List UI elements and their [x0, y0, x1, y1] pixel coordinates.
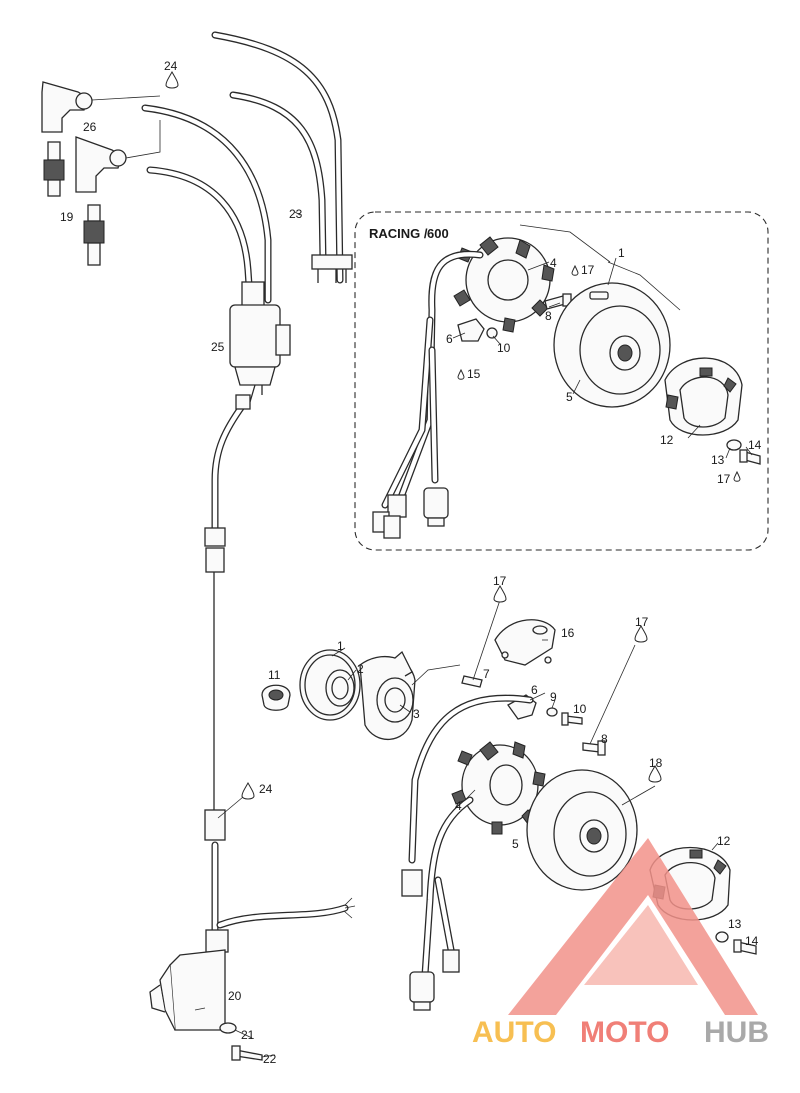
cdi-unit-20 [149, 929, 263, 1061]
label-17-top-b: 17 [717, 472, 731, 486]
leader-24-cap [91, 95, 161, 101]
label-13-top: 13 [711, 453, 725, 467]
label-24-a: 24 [164, 59, 178, 73]
inset-title-model: 600 [427, 226, 449, 241]
label-12-mid: 12 [717, 834, 731, 848]
coil-harness [204, 394, 356, 939]
label-8-top: 8 [545, 309, 552, 323]
part-labels: 1 4 17 8 6 10 15 5 12 13 14 17 24 26 19 … [60, 59, 762, 1066]
label-9: 9 [550, 690, 557, 704]
label-6-top: 6 [446, 332, 453, 346]
lubricant-drop-icons [165, 70, 741, 800]
flywheel-5-inset [553, 282, 671, 408]
watermark-moto: MOTO [580, 1016, 669, 1049]
drop-icon [493, 584, 507, 603]
watermark-auto: AUTO [472, 1016, 556, 1049]
drop-icon [241, 781, 255, 800]
drop-icon [733, 470, 741, 482]
rotor-12-inset [664, 357, 743, 436]
drop-icon [165, 70, 179, 89]
label-13-mid: 13 [728, 917, 742, 931]
label-5-top: 5 [566, 390, 573, 404]
label-21: 21 [241, 1028, 255, 1042]
label-18: 18 [649, 756, 663, 770]
inset-title-prefix: RACING / [369, 226, 428, 241]
watermark-logo [508, 838, 758, 1015]
label-23: 23 [289, 207, 303, 221]
leader-lines [194, 211, 753, 1058]
label-14-top: 14 [748, 438, 762, 452]
label-8-mid: 8 [601, 732, 608, 746]
ignition-coil-25 [141, 104, 291, 403]
label-26: 26 [83, 120, 97, 134]
drop-icon [634, 624, 648, 643]
watermark-hub: HUB [704, 1016, 769, 1049]
label-15-top: 15 [467, 367, 481, 381]
label-5-mid: 5 [512, 837, 519, 851]
spark-plug-19 [43, 141, 105, 266]
label-3: 3 [413, 707, 420, 721]
label-24-b: 24 [259, 782, 273, 796]
label-10-mid: 10 [573, 702, 587, 716]
label-17-mid-b: 17 [635, 615, 649, 629]
stator-4-inset [453, 236, 555, 333]
drop-icon [457, 368, 465, 380]
mid-assembly [261, 599, 757, 1011]
label-1-mid: 1 [337, 639, 344, 653]
label-4-mid: 4 [455, 799, 462, 813]
label-17-mid-a: 17 [493, 574, 507, 588]
label-1-top: 1 [618, 246, 625, 260]
drop-icon [571, 264, 579, 276]
label-22: 22 [263, 1052, 277, 1066]
label-2: 2 [357, 662, 364, 676]
spark-plug-cap-26 [41, 81, 127, 193]
label-11: 11 [268, 668, 281, 682]
label-19: 19 [60, 210, 74, 224]
label-6-mid: 6 [531, 683, 538, 697]
racing-600-inset: RACING / 600 [354, 211, 769, 551]
label-14-mid: 14 [745, 934, 759, 948]
label-7: 7 [483, 667, 490, 681]
label-4-top: 4 [550, 256, 557, 270]
label-25: 25 [211, 340, 225, 354]
label-20: 20 [228, 989, 242, 1003]
label-12-top: 12 [660, 433, 674, 447]
leader-26-cap [125, 120, 161, 159]
ht-lead-23 [211, 31, 353, 284]
label-16: 16 [561, 626, 575, 640]
label-17-top: 17 [581, 263, 595, 277]
label-10-top: 10 [497, 341, 511, 355]
drop-icon [648, 764, 662, 783]
